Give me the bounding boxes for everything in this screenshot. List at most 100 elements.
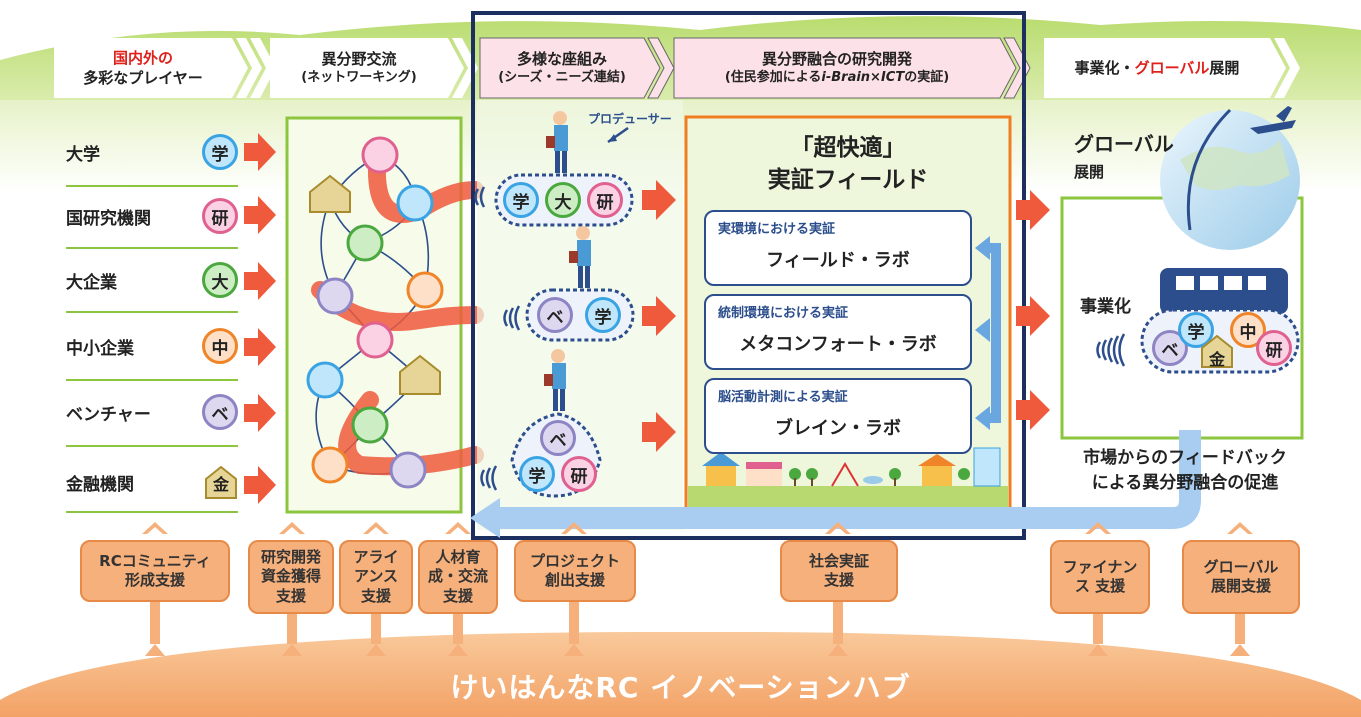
header-players-line1: 国内外の — [112, 48, 173, 67]
house-icon — [205, 465, 237, 499]
lab-name: ブレイン・ラボ — [775, 418, 901, 439]
team1-badge-dai: 大 — [545, 182, 581, 218]
business-label: 事業化 — [1080, 297, 1131, 317]
global-label: グローバル 展開 — [1074, 128, 1174, 182]
support-line: グローバル — [1203, 557, 1279, 576]
header-rnd-line1: 異分野融合の研究開発 — [761, 50, 912, 69]
support-line: アライ — [353, 547, 399, 566]
header-business-a: 事業化・ — [1074, 58, 1135, 77]
header-rnd-line2-c: の実証) — [904, 70, 950, 86]
header-business-line: 事業化・グローバル展開 — [1075, 58, 1240, 78]
field-title-line1: 「超快適」 — [790, 135, 906, 161]
support-line: 支援 — [360, 586, 391, 605]
header-rnd-line2-a: (住民参加による — [724, 70, 822, 86]
support-line: 資金獲得 — [260, 567, 321, 586]
support-social-demo: 社会実証支援 — [780, 540, 898, 602]
player-badge: 中 — [202, 328, 238, 364]
hub-label: けいはんなRC イノベーションハブ — [450, 671, 911, 704]
header-matching: 多様な座組み (シーズ・ニーズ連結) — [480, 38, 644, 98]
header-matching-line2: (シーズ・ニーズ連結) — [498, 70, 626, 86]
player-finance: 金融機関 金 — [66, 452, 238, 512]
player-badge-house: 金 — [204, 465, 238, 499]
player-label: 国研究機関 — [66, 208, 151, 229]
support-line: 支援 — [823, 571, 854, 589]
support-line: ス 支援 — [1074, 577, 1126, 595]
field-title: 「超快適」 実証フィールド — [686, 132, 1010, 196]
support-line: 人材育 — [435, 547, 481, 566]
support-project: プロジェクト創出支援 — [514, 540, 636, 602]
header-chevrons — [54, 37, 1300, 99]
player-badge: 研 — [202, 198, 238, 234]
feedback-line2: による異分野融合の促進 — [1091, 472, 1279, 493]
lab-caption: 脳活動計測による実証 — [718, 390, 848, 405]
support-funding: 研究開発資金獲得支援 — [248, 540, 334, 614]
support-alliance: アライアンス支援 — [339, 540, 413, 614]
team3-badge-gaku: 学 — [519, 456, 555, 492]
support-line: アンス — [353, 567, 399, 586]
lab-brain: 脳活動計測による実証 ブレイン・ラボ — [704, 378, 972, 454]
support-line: 形成支援 — [124, 571, 185, 589]
player-label: 金融機関 — [66, 474, 134, 495]
support-line: ファイナン — [1062, 557, 1138, 576]
team2-badge-gaku: 学 — [585, 297, 621, 333]
team2-badge-be: ベ — [537, 297, 573, 333]
train-badge-chu: 中 — [1230, 312, 1266, 348]
header-networking-line1: 異分野交流 — [321, 50, 397, 69]
support-line: 創出支援 — [544, 571, 605, 589]
train-badge-kin-text: 金 — [1208, 350, 1225, 369]
support-finance: ファイナンス 支援 — [1050, 540, 1150, 614]
player-sme: 中小企業 中 — [66, 316, 238, 376]
lab-caption: 統制環境における実証 — [718, 306, 849, 321]
header-networking: 異分野交流 (ネットワーキング) — [270, 38, 448, 98]
header-rnd-line2-b: i-Brain×ICT — [821, 70, 905, 86]
header-rnd-line2: (住民参加によるi-Brain×ICTの実証) — [725, 69, 949, 87]
support-line: 成・交流 — [427, 567, 488, 586]
global-line1: グローバル — [1074, 132, 1174, 156]
support-line: 社会実証 — [808, 551, 869, 570]
player-university: 大学 学 — [66, 122, 238, 182]
support-global: グローバル展開支援 — [1182, 540, 1300, 614]
field-title-line2: 実証フィールド — [767, 167, 929, 194]
producer-figures — [544, 111, 629, 411]
player-large-company: 大企業 大 — [66, 250, 238, 310]
support-rc-community: RCコミュニティ形成支援 — [80, 540, 230, 602]
support-line: プロジェクト — [529, 551, 620, 570]
team3-badge-ken: 研 — [561, 456, 597, 492]
support-line: RCコミュニティ — [99, 551, 211, 570]
player-venture: ベンチャー ベ — [66, 382, 238, 442]
lab-caption: 実環境における実証 — [718, 222, 836, 237]
house-icon — [1201, 334, 1233, 368]
team3-badge-be: ベ — [540, 420, 576, 456]
player-label: ベンチャー — [66, 404, 151, 425]
train-badge-ken: 研 — [1256, 330, 1292, 366]
feedback-line1: 市場からのフィードバック — [1083, 448, 1287, 468]
support-line: 研究開発 — [260, 547, 321, 566]
team1-badge-gaku: 学 — [503, 182, 539, 218]
header-players: 国内外の 多彩なプレイヤー — [54, 38, 232, 98]
player-badge: 学 — [202, 134, 238, 170]
train-badge-kin: 金 — [1200, 334, 1234, 369]
header-business: 事業化・グローバル展開 — [1044, 38, 1270, 98]
lab-metacomfort: 統制環境における実証 メタコンフォート・ラボ — [704, 294, 972, 370]
player-label: 大学 — [66, 144, 100, 165]
header-networking-line2: (ネットワーキング) — [301, 70, 417, 86]
player-national-lab: 国研究機関 研 — [66, 186, 238, 246]
header-rnd: 異分野融合の研究開発 (住民参加によるi-Brain×ICTの実証) — [674, 38, 1000, 98]
header-players-line2: 多彩なプレイヤー — [83, 69, 203, 87]
player-label: 中小企業 — [66, 338, 134, 359]
player-label: 大企業 — [66, 272, 117, 293]
lab-name: フィールド・ラボ — [766, 250, 910, 271]
lab-field: 実環境における実証 フィールド・ラボ — [704, 210, 972, 286]
support-line: 支援 — [442, 586, 473, 605]
player-badge-text: 金 — [212, 475, 229, 494]
player-badge: ベ — [202, 394, 238, 430]
producer-label: プロデューサー — [588, 112, 672, 126]
lab-name: メタコンフォート・ラボ — [739, 334, 937, 355]
support-talent: 人材育成・交流支援 — [418, 540, 498, 614]
network-nodes — [306, 136, 444, 489]
town-icons — [702, 447, 1001, 487]
header-matching-line1: 多様な座組み — [516, 50, 607, 69]
header-business-c: 展開 — [1209, 58, 1240, 77]
feedback-text: 市場からのフィードバック による異分野融合の促進 — [1040, 446, 1330, 495]
header-business-b: グローバル — [1134, 58, 1210, 77]
